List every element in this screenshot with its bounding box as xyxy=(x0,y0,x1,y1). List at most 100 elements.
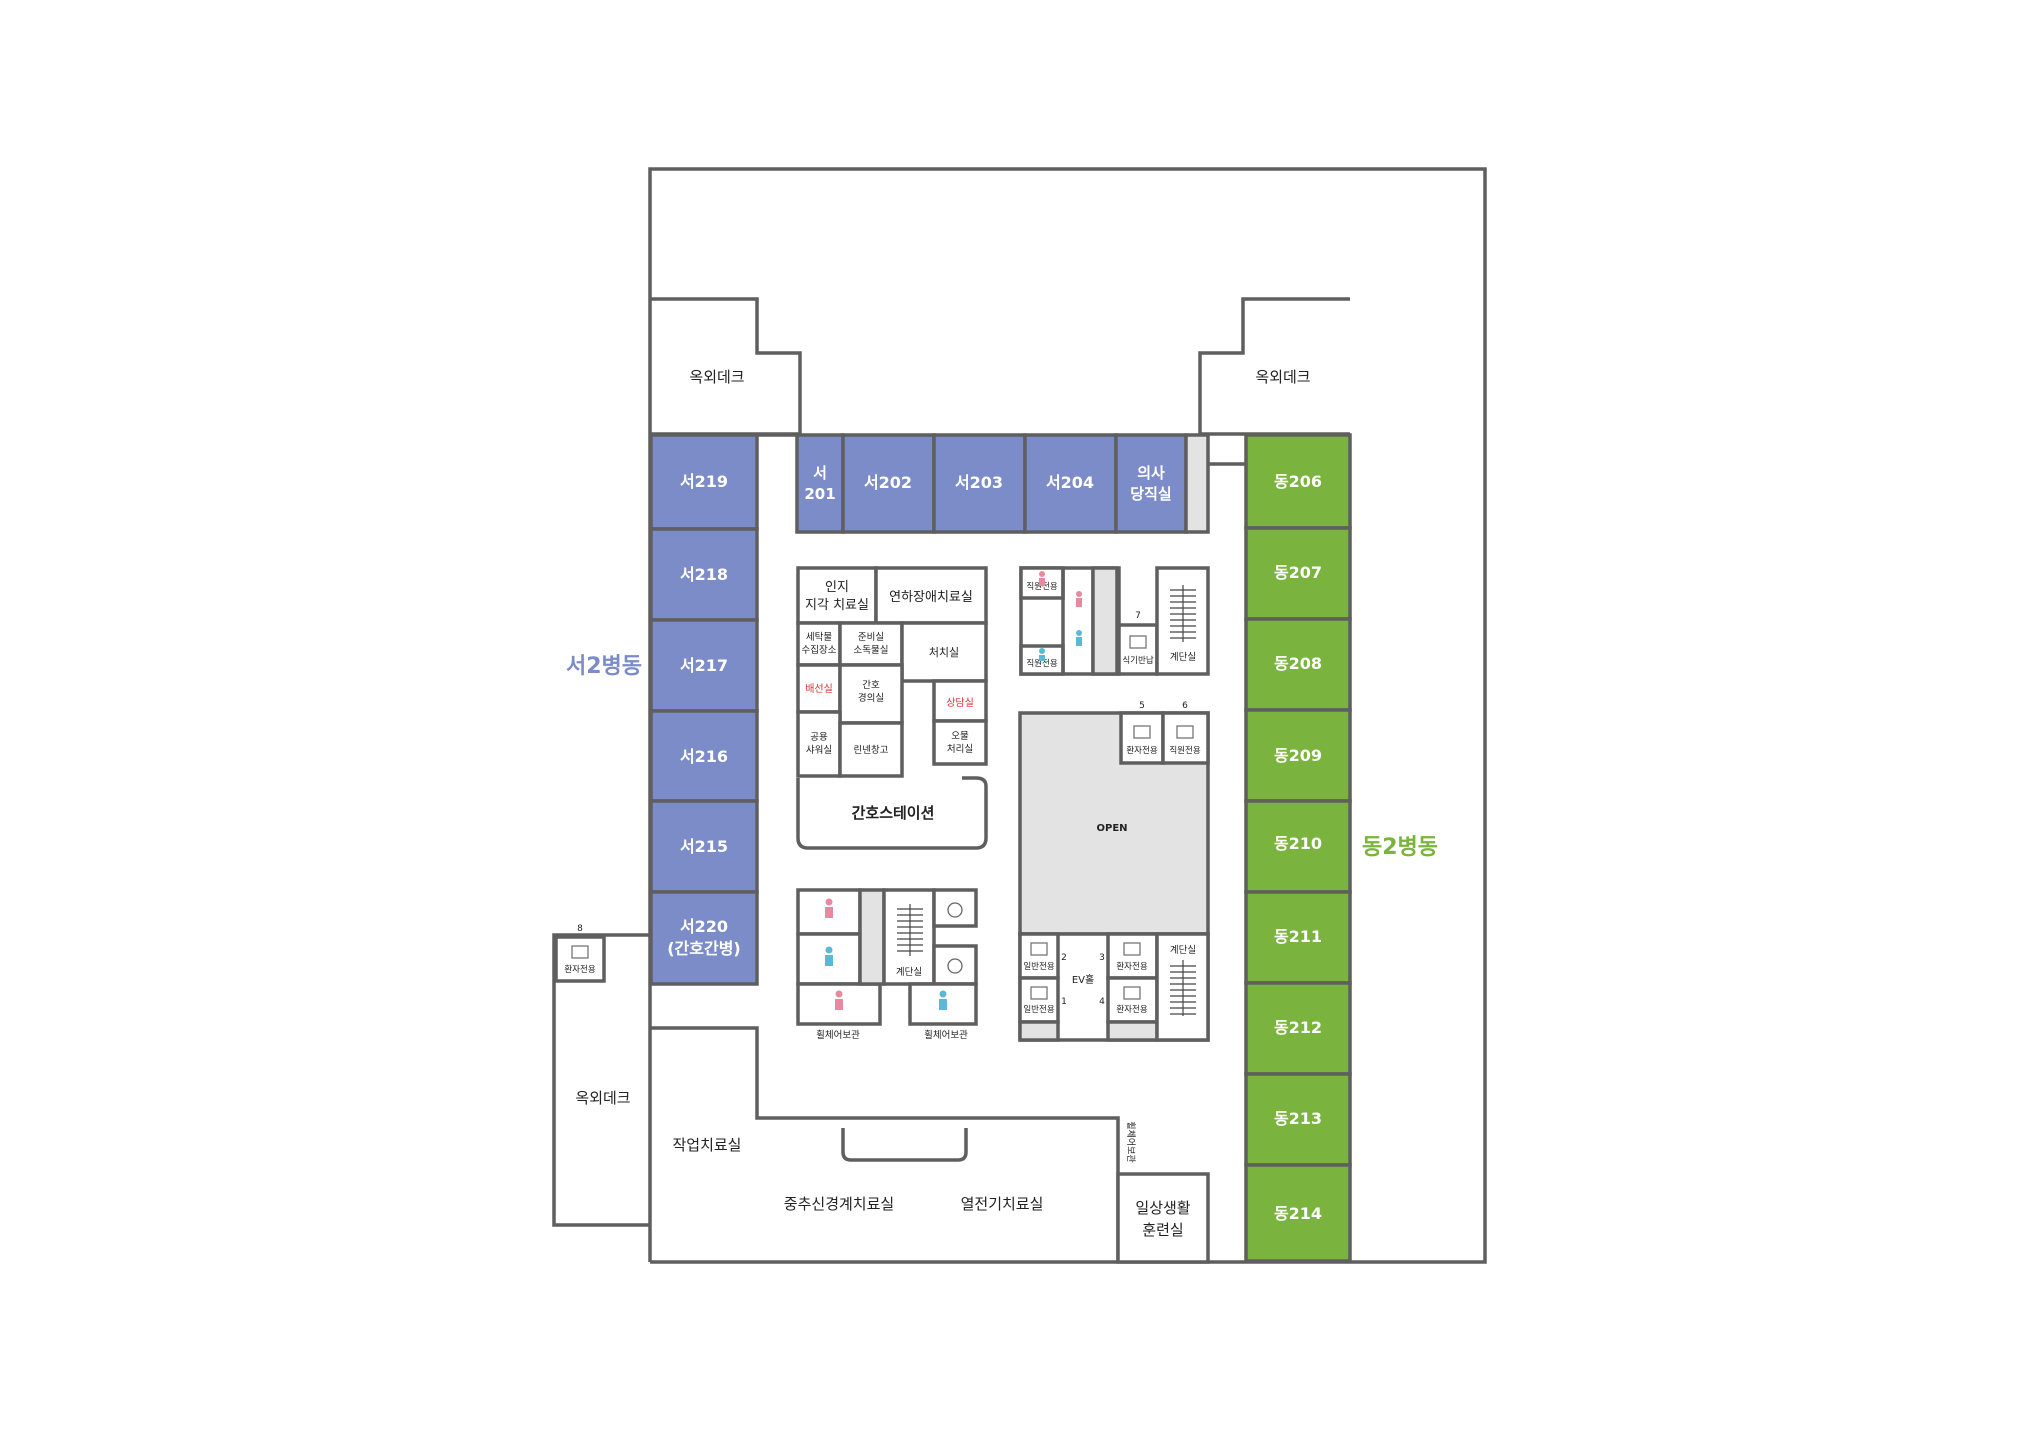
room-east-214[interactable] xyxy=(1244,1163,1352,1263)
open-atrium-label: OPEN xyxy=(1096,823,1127,834)
room-east-208[interactable] xyxy=(1244,617,1352,712)
wheelchair-icon xyxy=(947,902,963,918)
svg-text:처리실: 처리실 xyxy=(947,743,973,755)
room-thermal-label: 열전기치료실 xyxy=(961,1195,1044,1213)
svg-text:1: 1 xyxy=(1061,997,1067,1007)
nw-deck-outline xyxy=(650,297,802,434)
wheelchair-icon xyxy=(947,958,963,974)
room-west-203-label: 서203 xyxy=(955,473,1003,492)
room-east-212-label: 동212 xyxy=(1274,1018,1322,1037)
svg-text:7: 7 xyxy=(1135,611,1141,621)
svg-text:린넨창고: 린넨창고 xyxy=(854,745,889,756)
room-east-211[interactable] xyxy=(1244,890,1352,985)
room-east-213[interactable] xyxy=(1244,1072,1352,1167)
room-laundry[interactable] xyxy=(796,621,842,667)
room-west-201[interactable] xyxy=(795,433,845,534)
room-west-216-label: 서216 xyxy=(680,747,728,766)
elevator-icon xyxy=(1123,986,1141,1000)
svg-text:계단실: 계단실 xyxy=(1170,944,1196,956)
elevator-8[interactable] xyxy=(554,935,606,983)
svg-text:8: 8 xyxy=(577,924,583,934)
room-west-220-sub-label: (간호간병) xyxy=(667,939,741,958)
svg-text:휠체어보관: 휠체어보관 xyxy=(924,1029,968,1041)
svg-text:수집장소: 수집장소 xyxy=(802,644,837,656)
atrium-block: 5 6 환자전용 직원전용 OPEN 일반전용 일반전용 환자전용 환자전용 2… xyxy=(1018,701,1210,1042)
svg-text:6: 6 xyxy=(1182,701,1188,711)
dumbwaiter-icon xyxy=(1129,635,1147,649)
stairwell-sw[interactable] xyxy=(882,888,936,986)
room-prep[interactable] xyxy=(838,621,904,667)
svg-text:계단실: 계단실 xyxy=(1170,651,1196,663)
svg-text:5: 5 xyxy=(1139,701,1145,711)
room-west-201-label-1: 서 xyxy=(813,464,827,482)
east-ward-title: 동2병동 xyxy=(1362,835,1438,860)
wheelchair-storage-vertical-label: 휠체어보관 xyxy=(1125,1121,1137,1162)
accessible-restroom-top[interactable] xyxy=(932,888,978,928)
svg-text:인지: 인지 xyxy=(825,580,849,595)
room-linen[interactable] xyxy=(838,721,904,778)
male-restroom-icon xyxy=(1039,648,1045,661)
room-west-220[interactable] xyxy=(649,890,759,986)
therapy-counter xyxy=(841,1128,968,1162)
room-west-218-label: 서218 xyxy=(680,565,728,584)
male-restroom-icon xyxy=(939,990,947,1010)
svg-text:직원전용: 직원전용 xyxy=(1169,745,1200,756)
room-cognitive[interactable] xyxy=(796,566,878,625)
room-treatment[interactable] xyxy=(900,621,988,683)
room-west-217[interactable] xyxy=(649,618,759,713)
room-swallowing[interactable] xyxy=(874,566,988,625)
room-east-209-label: 동209 xyxy=(1274,746,1322,765)
room-west-201-label-2: 201 xyxy=(804,485,835,503)
svg-text:식기반납: 식기반납 xyxy=(1122,655,1153,666)
svg-text:직원전용: 직원전용 xyxy=(1026,658,1057,669)
west-ward-title: 서2병동 xyxy=(566,654,642,679)
svg-text:소독물실: 소독물실 xyxy=(854,645,889,656)
room-doctor-oncall[interactable] xyxy=(1114,433,1188,534)
accessible-restroom-bottom[interactable] xyxy=(932,944,978,986)
room-east-214-label: 동214 xyxy=(1274,1204,1322,1223)
male-restroom-icon xyxy=(825,946,833,966)
elevator-icon xyxy=(1133,725,1151,739)
room-east-206[interactable] xyxy=(1244,433,1352,530)
room-east-212[interactable] xyxy=(1244,981,1352,1076)
room-east-211-label: 동211 xyxy=(1274,927,1322,946)
svg-text:연하장애치료실: 연하장애치료실 xyxy=(889,590,973,605)
svg-text:준비실: 준비실 xyxy=(858,632,884,643)
elevator-icon xyxy=(1123,942,1141,956)
elevator-icon xyxy=(1176,725,1194,739)
elevator-icon xyxy=(1030,942,1048,956)
sw-restroom-block: 계단실 휠체어보관 휠체어보관 xyxy=(796,888,978,1041)
elevator-1[interactable] xyxy=(1018,976,1060,1024)
svg-text:직원전용: 직원전용 xyxy=(1026,581,1057,592)
room-doctor-label-1: 의사 xyxy=(1137,464,1165,482)
room-west-219[interactable] xyxy=(649,433,759,531)
room-west-215-label: 서215 xyxy=(680,837,728,856)
core-block: 인지 지각 치료실 연하장애치료실 세탁물 수집장소 준비실 소독물실 처치실 … xyxy=(796,566,988,850)
svg-text:처치실: 처치실 xyxy=(929,646,959,659)
svg-text:오물: 오물 xyxy=(951,731,969,742)
room-west-215[interactable] xyxy=(649,799,759,894)
elevator-hall-label: EV홀 xyxy=(1072,973,1094,986)
svg-text:일반전용: 일반전용 xyxy=(1023,1004,1054,1015)
elevator-icon xyxy=(571,945,589,959)
svg-text:환자전용: 환자전용 xyxy=(1126,745,1157,756)
dumbwaiter-7[interactable] xyxy=(1117,623,1159,676)
deck-ne-label: 옥외데크 xyxy=(1255,368,1310,386)
west-ward: 서219 서218 서217 서216 서215 서220 (간호간병) xyxy=(649,433,759,986)
female-restroom-icon xyxy=(835,990,843,1010)
room-west-219-label: 서219 xyxy=(680,472,728,491)
elevator-4[interactable] xyxy=(1106,976,1159,1024)
room-east-207[interactable] xyxy=(1244,526,1352,621)
south-therapy: 작업치료실 중추신경계치료실 열전기치료실 일상생활 훈련실 휠체어보관 xyxy=(650,1026,1210,1264)
nurse-station-counter xyxy=(796,776,988,850)
ne-service-block: 직원전용 직원전용 7 식기반납 계단실 xyxy=(1019,566,1210,676)
room-daily-living[interactable] xyxy=(1116,1172,1210,1264)
room-east-206-label: 동206 xyxy=(1274,472,1322,491)
east-ward: 동206 동207 동208 동209 동210 동211 동212 동213 … xyxy=(1244,433,1352,1263)
svg-text:지각 치료실: 지각 치료실 xyxy=(805,598,869,613)
room-west-204-label: 서204 xyxy=(1046,473,1094,492)
room-shower[interactable] xyxy=(796,710,842,778)
room-east-209[interactable] xyxy=(1244,708,1352,803)
room-dirty-utility[interactable] xyxy=(932,719,988,766)
room-west-202[interactable] xyxy=(841,433,936,534)
